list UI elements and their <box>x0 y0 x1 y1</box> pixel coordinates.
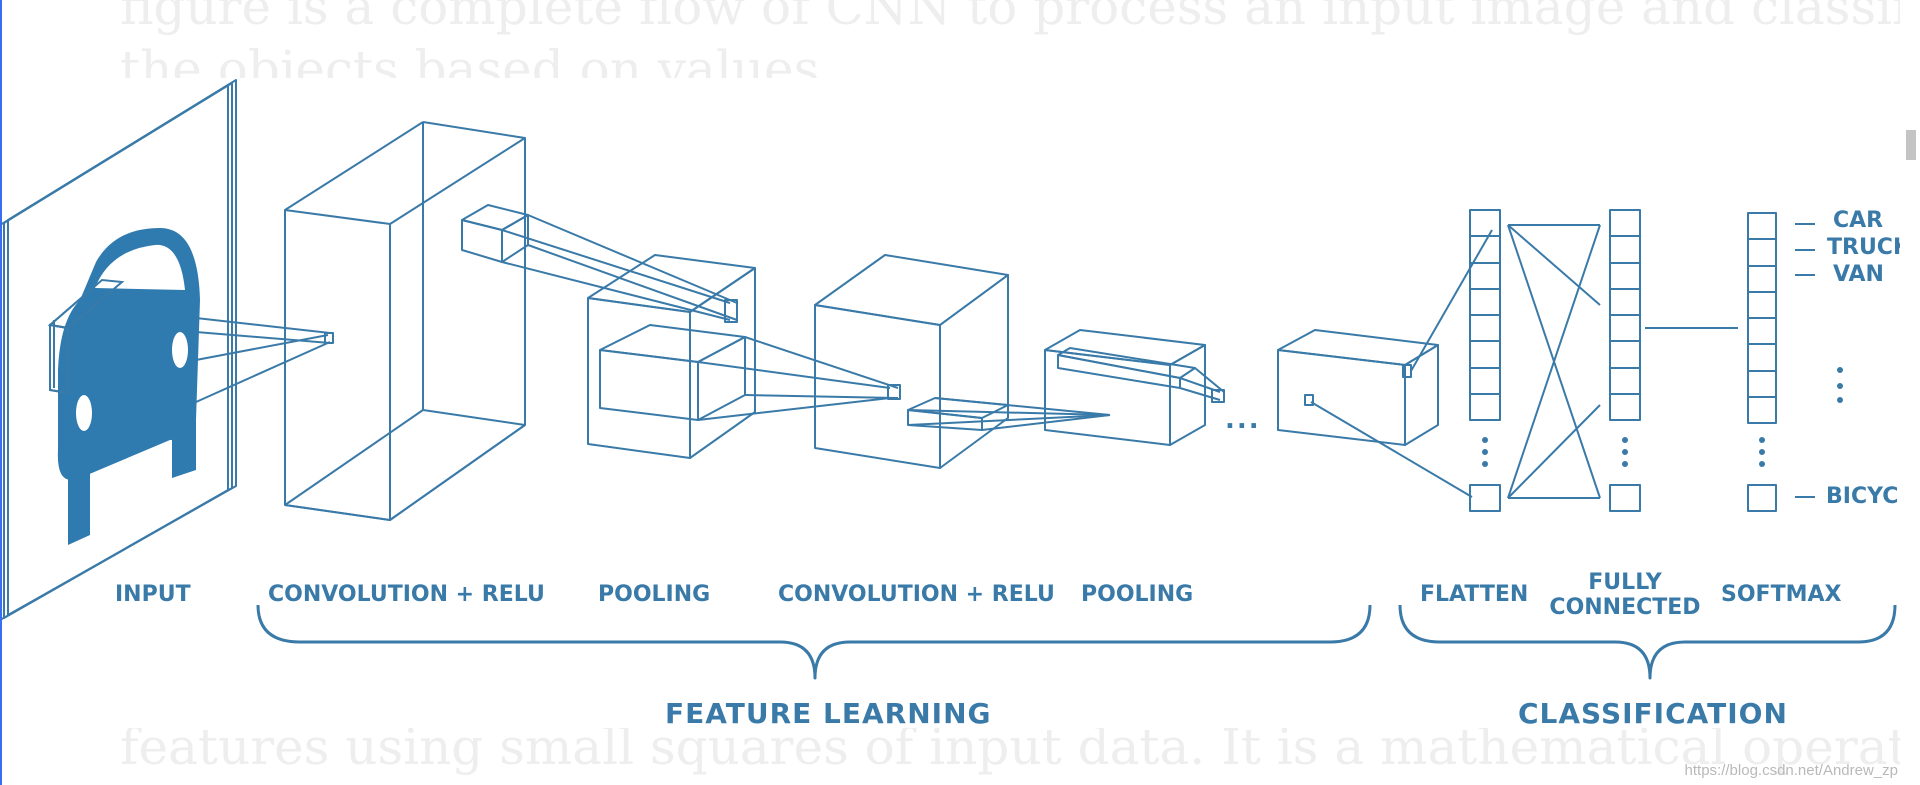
label-pool1: POOLING <box>598 582 711 607</box>
label-pool2: POOLING <box>1081 582 1194 607</box>
car-icon <box>57 228 200 545</box>
class-label-van: VAN <box>1833 262 1884 287</box>
background-paragraph-line-1: figure is a complete flow of CNN to proc… <box>120 0 1920 36</box>
watermark: https://blog.csdn.net/Andrew_zp <box>1684 762 1898 779</box>
class-label-truck: TRUCK <box>1827 235 1911 260</box>
label-input: INPUT <box>115 582 191 607</box>
flatten-layer <box>1310 209 1501 512</box>
class-label-bicycle: BICYCL <box>1826 484 1913 509</box>
label-flatten: FLATTEN <box>1420 582 1529 607</box>
label-fully: FULLY <box>1588 570 1662 595</box>
label-feature-learning: FEATURE LEARNING <box>665 697 992 730</box>
fully-connected-layer <box>1507 209 1738 512</box>
label-fully-connected: FULLY CONNECTED <box>1545 570 1705 620</box>
label-conv1: CONVOLUTION + RELU <box>268 582 545 607</box>
pool1-feature-maps <box>501 214 756 459</box>
input-image <box>0 79 237 621</box>
softmax-layer <box>1747 212 1815 512</box>
ellipsis-label: ... <box>1225 405 1261 435</box>
scrollbar-thumb[interactable] <box>1906 130 1916 160</box>
scrollbar[interactable] <box>1900 0 1920 785</box>
feature-learning-brace <box>256 604 1372 680</box>
label-connected: CONNECTED <box>1549 595 1701 620</box>
label-conv2: CONVOLUTION + RELU <box>778 582 1055 607</box>
pool2-feature-maps <box>1044 329 1225 446</box>
classification-brace <box>1398 604 1897 680</box>
conv1-feature-maps <box>284 121 529 521</box>
final-feature-maps <box>1277 329 1439 446</box>
left-edge <box>0 0 2 785</box>
label-classification: CLASSIFICATION <box>1518 697 1788 730</box>
class-label-car: CAR <box>1833 208 1884 233</box>
label-softmax: SOFTMAX <box>1721 582 1842 607</box>
